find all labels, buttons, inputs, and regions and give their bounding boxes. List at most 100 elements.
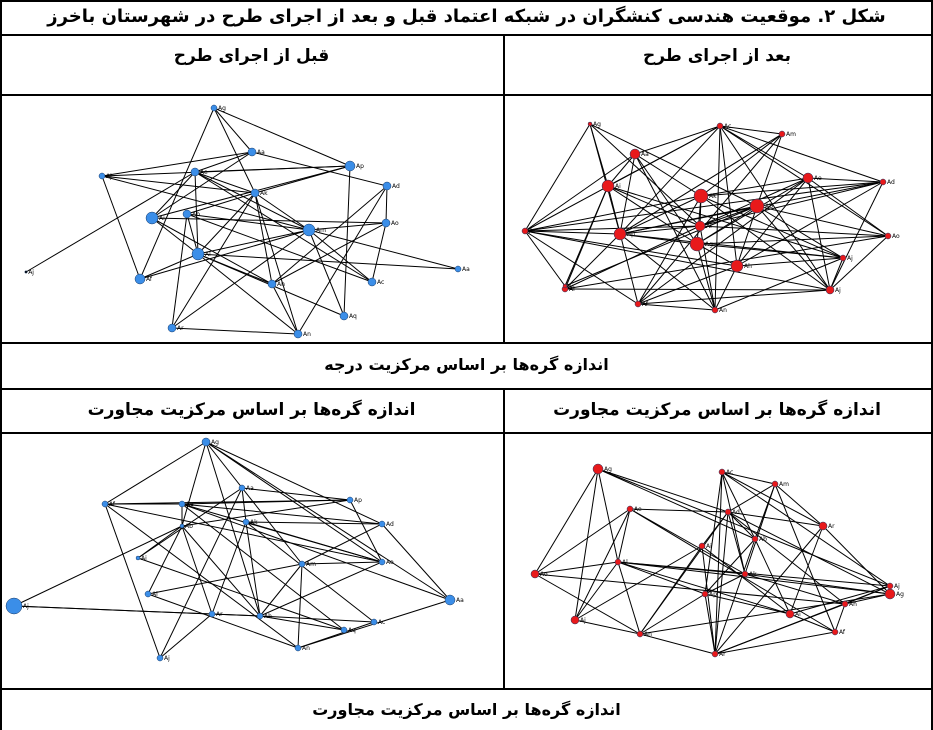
network-edge	[619, 225, 701, 235]
network-node	[444, 594, 456, 606]
node-label: An	[644, 631, 652, 638]
network-edge	[696, 195, 702, 245]
network-edge	[829, 257, 844, 291]
network-node	[24, 270, 28, 274]
network-edge	[104, 503, 383, 563]
network-node	[592, 463, 604, 475]
network-edge	[104, 503, 161, 659]
network-node	[785, 609, 795, 619]
network-node	[614, 558, 622, 566]
node-label: Ak	[709, 193, 717, 200]
network-edge	[736, 177, 809, 267]
network-edge	[147, 563, 303, 595]
node-label: Aa	[462, 266, 470, 273]
network-edge	[574, 545, 703, 621]
network-edge	[524, 125, 721, 232]
network-node	[601, 179, 615, 193]
network-edge	[639, 633, 716, 655]
network-edge	[617, 561, 891, 587]
network-edge	[101, 175, 141, 280]
network-edge	[744, 483, 776, 575]
node-label: Ao	[386, 559, 394, 566]
network-edge	[564, 233, 621, 290]
network-edge	[194, 171, 310, 231]
node-label: Ak	[749, 571, 757, 578]
network-edge	[736, 181, 884, 267]
network-edge	[297, 563, 303, 649]
node-label: Ae	[200, 169, 208, 176]
network-edge	[524, 230, 831, 291]
network-node	[521, 227, 529, 235]
network-edge	[271, 222, 387, 285]
network-edge	[245, 521, 383, 563]
network-edge	[699, 205, 758, 227]
network-node	[634, 300, 642, 308]
network-edge	[104, 503, 299, 649]
node-label: Al	[152, 591, 158, 598]
node-label: Ad	[392, 183, 400, 190]
network-edge	[721, 471, 746, 575]
network-node	[562, 283, 568, 289]
network-edge	[634, 153, 716, 311]
table-rule	[503, 34, 505, 342]
network-edge	[349, 499, 383, 563]
network-node	[267, 279, 277, 289]
network-edge	[534, 573, 846, 605]
node-label: Ak	[250, 519, 258, 526]
network-edge	[721, 471, 776, 485]
network-edge	[301, 561, 383, 565]
network-edge	[597, 468, 619, 563]
network-edge	[197, 192, 256, 255]
network-node	[98, 172, 106, 180]
node-label: Ai	[795, 611, 801, 618]
network-edge	[607, 185, 844, 259]
node-label: Aj	[894, 583, 900, 590]
network-node	[771, 480, 779, 488]
table-rule	[0, 342, 933, 344]
network-edge	[205, 441, 383, 563]
node-label: An	[302, 645, 310, 652]
network-node	[636, 630, 644, 638]
network-edge	[25, 171, 196, 273]
network-node	[178, 500, 186, 508]
node-label: Ac	[378, 619, 385, 626]
network-edge	[727, 511, 891, 595]
node-label: Ao	[540, 571, 548, 578]
network-node	[191, 247, 205, 261]
network-edge	[197, 253, 299, 335]
network-node	[182, 209, 192, 219]
network-edge	[700, 133, 783, 197]
network-edge	[721, 471, 891, 587]
network-edge	[186, 213, 373, 283]
node-label: Ad	[386, 521, 394, 528]
network-edge	[807, 177, 831, 291]
network-edge	[181, 525, 213, 615]
network-edge	[574, 468, 599, 621]
network-edge	[639, 593, 891, 635]
network-edge	[634, 153, 698, 245]
network-edge	[308, 222, 387, 231]
network-edge	[137, 487, 243, 559]
network-node	[839, 254, 847, 262]
network-node	[378, 558, 386, 566]
network-edge	[701, 545, 716, 655]
network-edge	[197, 253, 459, 270]
network-edge	[829, 235, 889, 291]
network-edge	[524, 225, 701, 232]
node-label: Ag	[211, 439, 219, 446]
network-edge	[704, 593, 791, 615]
table-rule	[0, 388, 933, 390]
node-label: Ah	[264, 613, 272, 620]
network-node	[886, 582, 894, 590]
network-edge	[13, 525, 183, 607]
network-node	[145, 211, 159, 225]
network-edge	[704, 538, 756, 595]
node-label: Ad	[887, 179, 895, 186]
node-label: Ak	[260, 190, 268, 197]
node-label: Ae	[634, 506, 642, 513]
network-edge	[101, 175, 256, 194]
node-label: Af	[146, 276, 153, 283]
